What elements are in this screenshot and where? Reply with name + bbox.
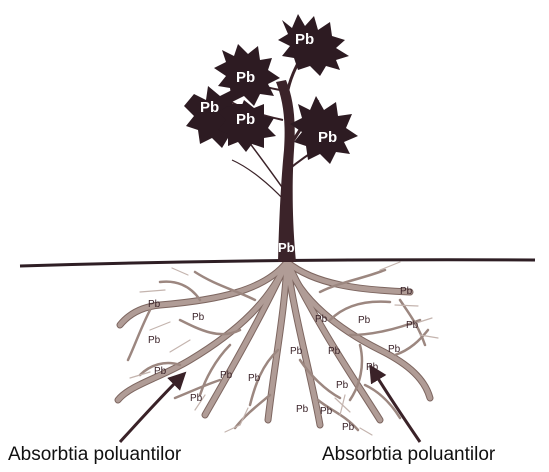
pb-label-leaf-top: Pb [295, 31, 314, 48]
pb-label-root: Pb [366, 362, 379, 373]
pb-label-root: Pb [400, 286, 413, 297]
pb-label-root: Pb [342, 422, 355, 433]
pb-label-stem: Pb [278, 240, 295, 255]
pb-label-root: Pb [190, 393, 203, 404]
absorption-arrow-right [374, 372, 420, 442]
pb-label-root: Pb [154, 366, 167, 377]
pb-label-root: Pb [290, 346, 303, 357]
pb-label-leaf-right: Pb [318, 129, 337, 146]
pb-label-root: Pb [315, 314, 328, 325]
pb-label-root: Pb [148, 299, 161, 310]
pb-label-root: Pb [296, 404, 309, 415]
root-main [118, 262, 430, 425]
absorption-label-left: Absorbtia poluantilor [8, 444, 181, 466]
pb-label-leaf-left: Pb [200, 99, 219, 116]
pb-label-root: Pb [148, 335, 161, 346]
absorption-label-right: Absorbtia poluantilor [322, 444, 495, 466]
pb-label-root: Pb [192, 312, 205, 323]
pb-label-root: Pb [320, 406, 333, 417]
pb-label-root: Pb [406, 320, 419, 331]
pb-label-root: Pb [388, 344, 401, 355]
ground-line [20, 260, 535, 266]
pb-label-root: Pb [336, 380, 349, 391]
pb-label-leaf-upper-left: Pb [236, 69, 255, 86]
pb-label-leaf-middle: Pb [236, 111, 255, 128]
pb-label-root: Pb [248, 373, 261, 384]
pb-label-root: Pb [220, 370, 233, 381]
pb-label-root: Pb [328, 346, 341, 357]
pb-label-root: Pb [358, 315, 371, 326]
